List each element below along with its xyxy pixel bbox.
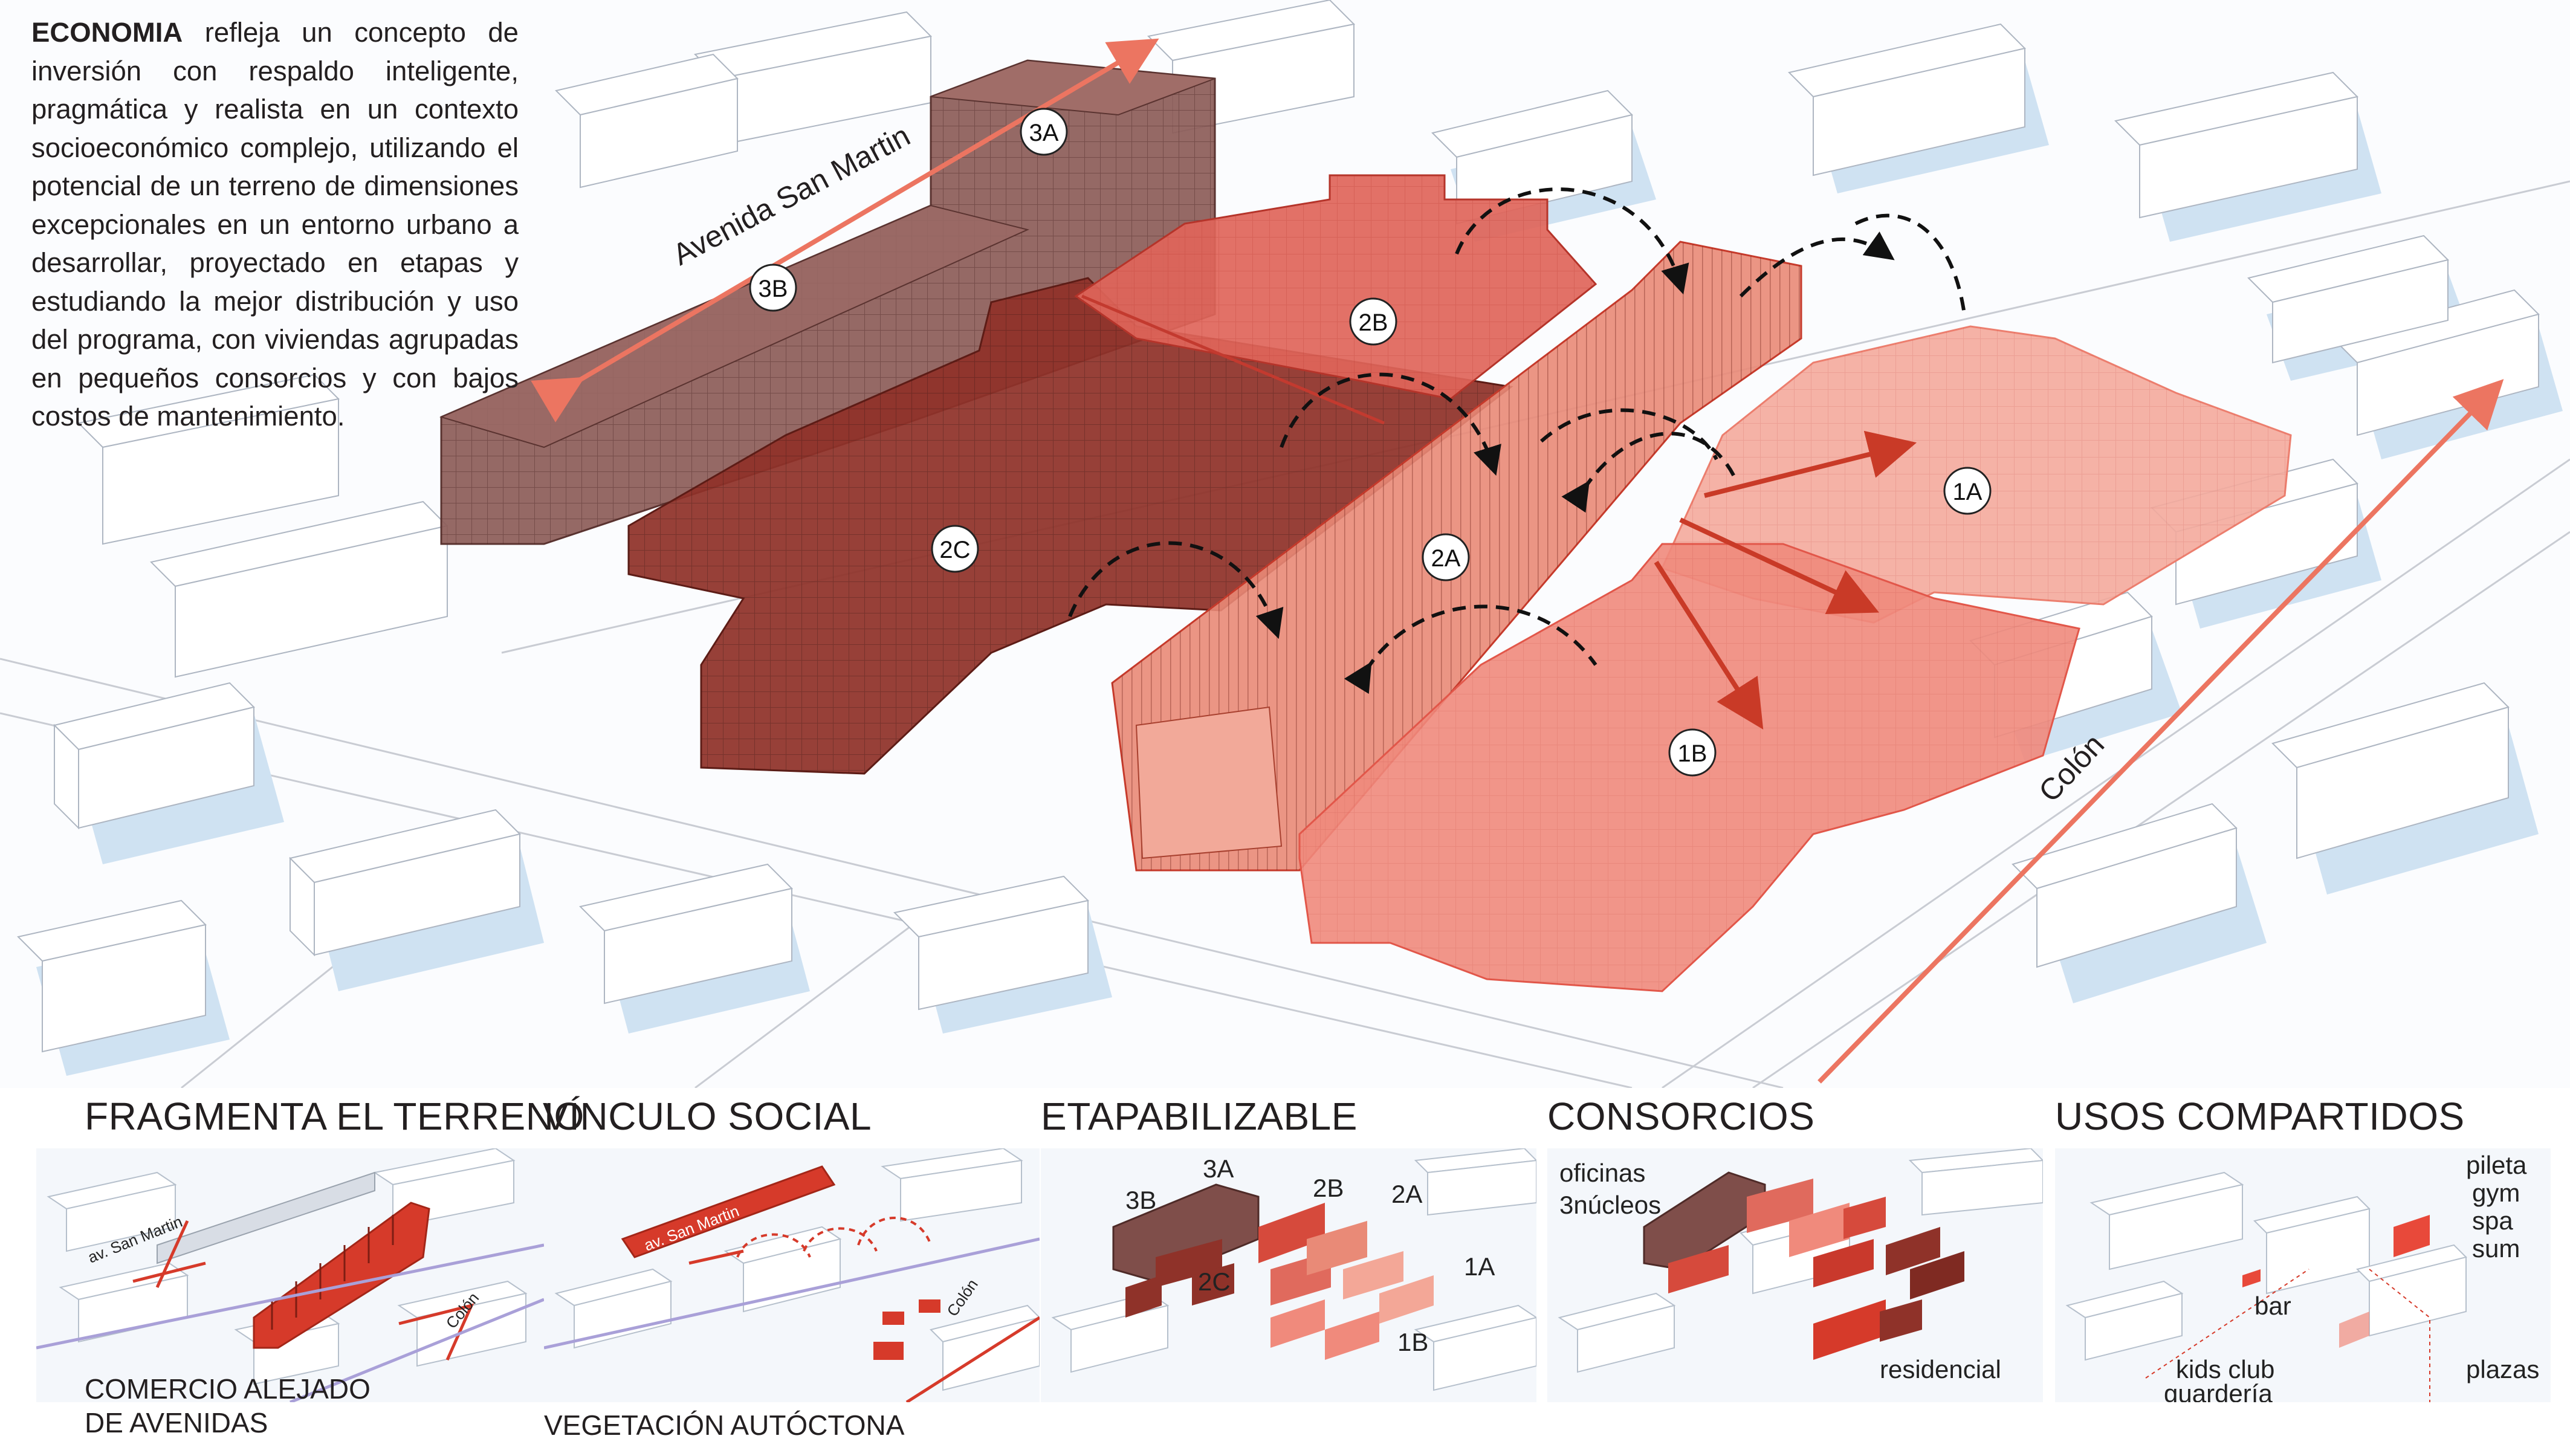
panel-2-thumbnail: av. San Martin Colón — [544, 1148, 1040, 1402]
panel-4-label-residencial: residencial — [1880, 1355, 2001, 1383]
panel-2-title: VÍNCULO SOCIAL — [543, 1095, 872, 1138]
panel-3-label-1b: 1B — [1397, 1328, 1428, 1356]
colon-axis — [1817, 379, 2504, 1084]
dashed-flow-arrows — [1068, 187, 1966, 694]
label-bubbles: 3A 3B 2B 2C 2A 1A 1B — [749, 108, 1992, 777]
panel-3-label-3a: 3A — [1203, 1154, 1234, 1183]
panel-5-label-bar: bar — [2254, 1292, 2291, 1320]
panel-1-thumbnail: av. San Martin Colón — [36, 1148, 544, 1402]
panel-1-caption: COMERCIO ALEJADO DE AVENIDAS — [85, 1372, 371, 1440]
panel-5-label-spa: spa — [2472, 1206, 2513, 1235]
panel-2-caption: VEGETACIÓN AUTÓCTONA — [544, 1408, 904, 1442]
svg-text:3B: 3B — [759, 276, 788, 302]
svg-text:1A: 1A — [1953, 479, 1983, 505]
panel-3-label-2b: 2B — [1313, 1174, 1344, 1202]
panel-5-label-guarderia: guardería — [2164, 1379, 2273, 1402]
panel-5-label-plazas: plazas — [2466, 1355, 2539, 1383]
main-axonometric: 3A 3B 2B 2C 2A 1A 1B Avenida San Martin … — [0, 0, 2570, 1088]
svg-text:2C: 2C — [939, 537, 970, 563]
panel-4-label-nucleos: 3núcleos — [1559, 1191, 1661, 1219]
phase-arrows — [1654, 430, 1917, 730]
label-2a: 2A — [1422, 533, 1470, 581]
panel-3-label-1a: 1A — [1464, 1252, 1495, 1281]
panel-4-title: CONSORCIOS — [1547, 1095, 1815, 1138]
label-3a: 3A — [1020, 108, 1068, 156]
phase-2b-volume — [1074, 174, 1597, 425]
label-1a: 1A — [1943, 467, 1992, 515]
panel-1-title: FRAGMENTA EL TERRENO — [85, 1095, 584, 1138]
svg-text:2A: 2A — [1431, 545, 1461, 572]
axis-arrows — [531, 38, 2504, 1084]
context-buildings — [17, 0, 2563, 1076]
panel-4-thumbnail: oficinas 3núcleos residencial — [1547, 1148, 2043, 1402]
label-2c: 2C — [931, 525, 979, 573]
svg-text:1B: 1B — [1678, 740, 1707, 767]
panel-1-caption-line1: COMERCIO ALEJADO — [85, 1373, 371, 1405]
panel-3-thumbnail: 3A 3B 2B 2A 2C 1A 1B — [1041, 1148, 1536, 1402]
intro-bold: ECONOMIA — [31, 17, 183, 48]
intro-text: refleja un concepto de inversión con res… — [31, 17, 519, 432]
av-san-martin-axis — [531, 38, 1159, 422]
panel-2-caption-line1: VEGETACIÓN AUTÓCTONA — [544, 1409, 905, 1441]
panel-3-label-3b: 3B — [1125, 1186, 1156, 1214]
label-1b: 1B — [1668, 728, 1717, 777]
panel-5-label-kids-club: kids club — [2176, 1355, 2274, 1383]
panel-3-title: ETAPABILIZABLE — [1041, 1095, 1358, 1138]
panel-5-label-pileta: pileta — [2466, 1151, 2527, 1179]
panel-5-title: USOS COMPARTIDOS — [2055, 1095, 2465, 1138]
svg-text:2B: 2B — [1359, 309, 1388, 336]
svg-text:3A: 3A — [1029, 120, 1059, 146]
label-3b: 3B — [749, 264, 797, 312]
intro-paragraph: ECONOMIA refleja un concepto de inversió… — [31, 13, 519, 436]
panel-1-caption-line2: DE AVENIDAS — [85, 1407, 268, 1438]
label-2b: 2B — [1349, 297, 1397, 346]
panel-3-label-2c: 2C — [1198, 1267, 1231, 1296]
panel-5-thumbnail: pileta gym spa sum bar kids club guarder… — [2055, 1148, 2551, 1402]
panel-4-label-oficinas: oficinas — [1559, 1159, 1645, 1187]
panel-5-label-sum: sum — [2472, 1234, 2520, 1263]
panel-5-label-gym: gym — [2472, 1179, 2520, 1207]
panel-3-label-2a: 2A — [1391, 1180, 1422, 1208]
